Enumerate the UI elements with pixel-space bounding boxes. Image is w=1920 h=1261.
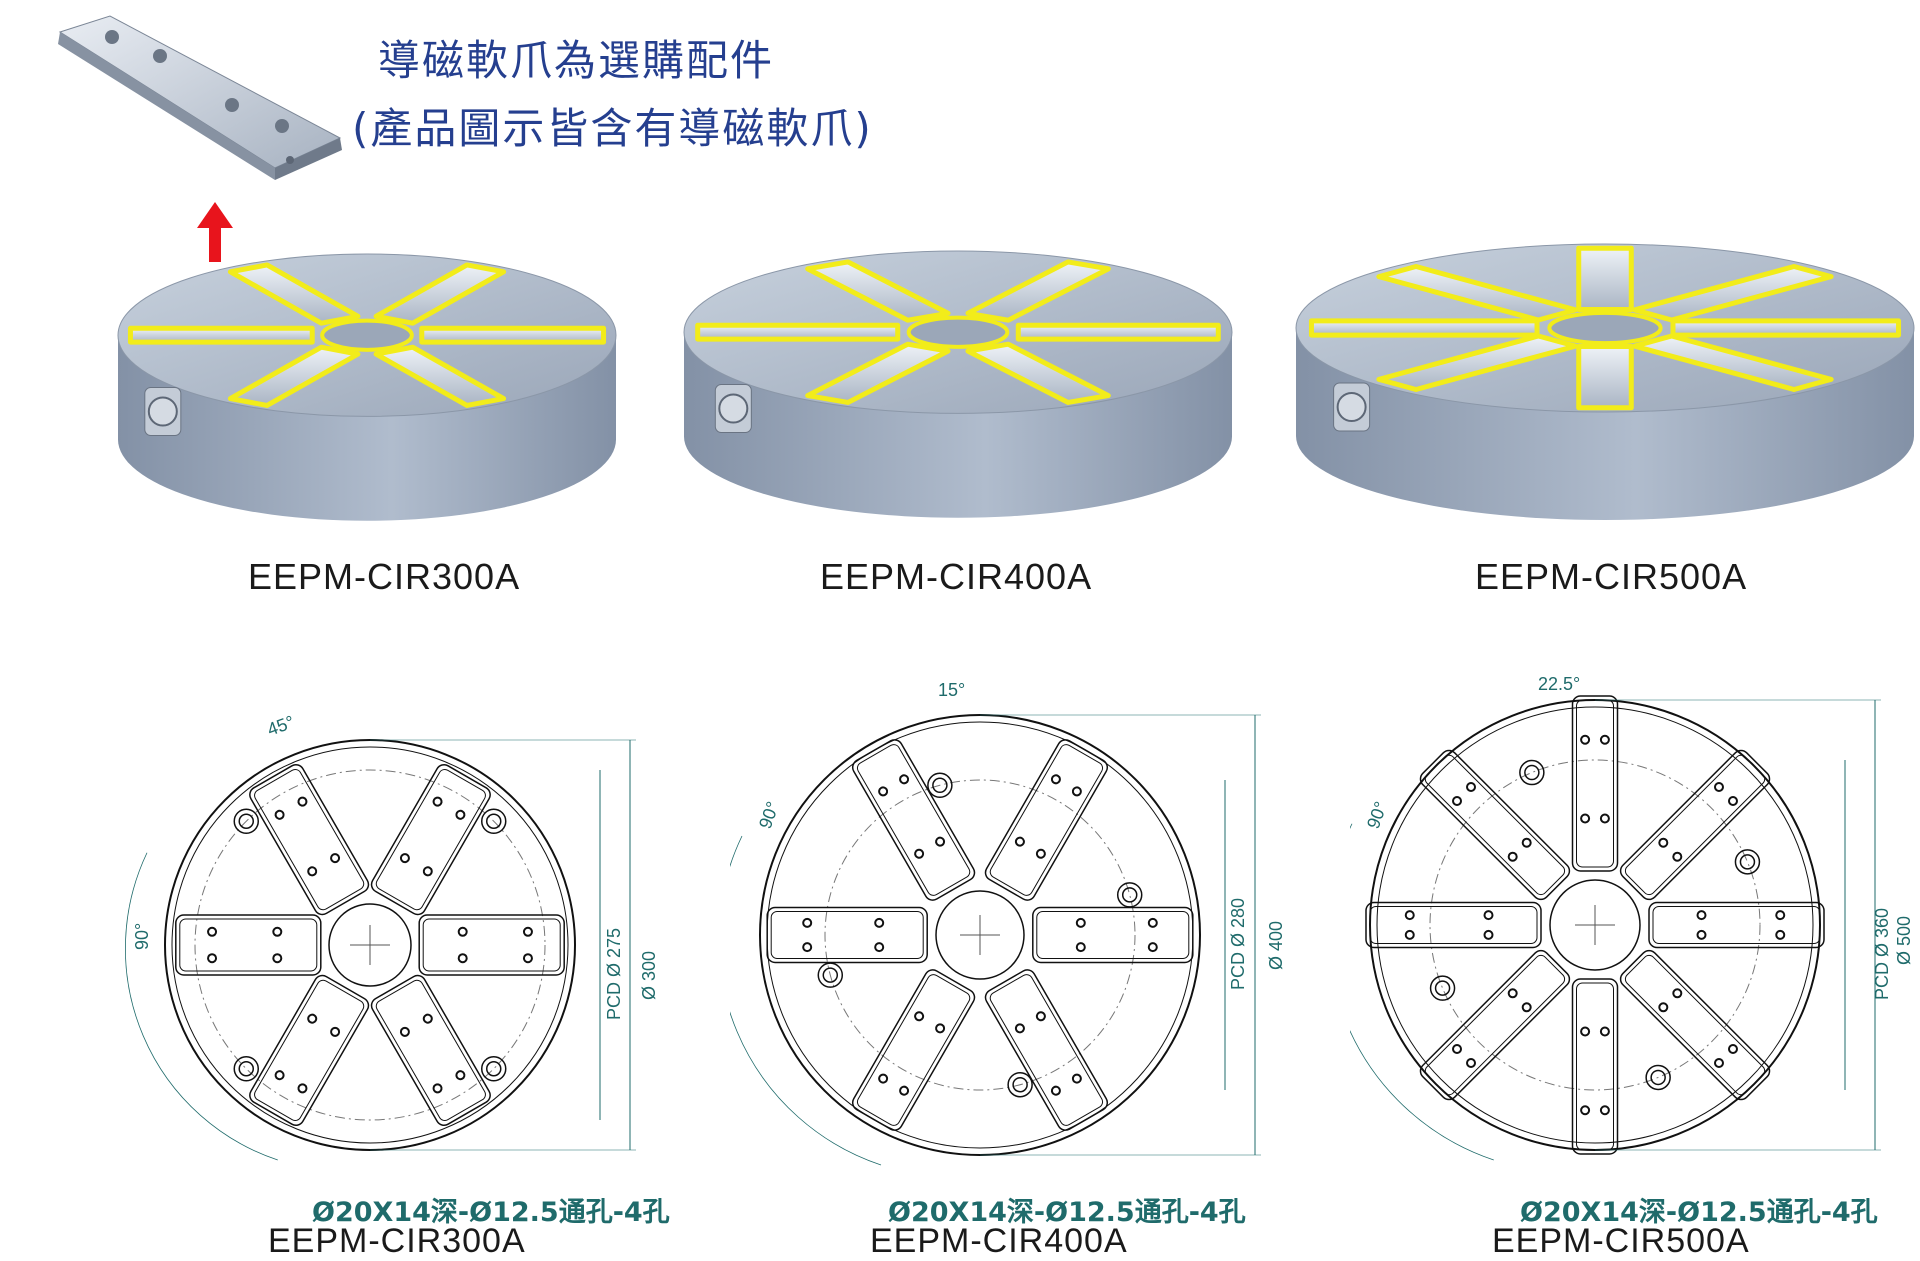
drawing-cir400a: 15° 90° PCD Ø 280 Ø 400 xyxy=(730,680,1286,1166)
model-label-cir400a: EEPM-CIR400A xyxy=(820,556,1093,597)
angle-label: 45° xyxy=(265,712,297,740)
hole-note-cir500a: Ø20X14深-Ø12.5通孔-4孔 xyxy=(1520,1197,1878,1228)
pcd-label: PCD Ø 275 xyxy=(604,928,624,1020)
right-angle-label: 90° xyxy=(755,799,783,831)
accessory-note-line1: 導磁軟爪為選購配件 xyxy=(378,36,775,85)
pcd-label: PCD Ø 280 xyxy=(1228,898,1248,990)
hole-note-cir300a: Ø20X14深-Ø12.5通孔-4孔 xyxy=(312,1197,670,1228)
angle-label: 22.5° xyxy=(1538,674,1580,694)
model-label-cir300a: EEPM-CIR300A xyxy=(248,556,521,597)
drawing-cir500a: 22.5° 90° PCD Ø 360 Ø 500 xyxy=(1350,674,1914,1161)
hole-note-cir400a: Ø20X14深-Ø12.5通孔-4孔 xyxy=(888,1197,1246,1228)
diameter-label: Ø 300 xyxy=(639,951,659,1000)
diameter-label: Ø 400 xyxy=(1266,921,1286,970)
drawing-model-label-cir400a: EEPM-CIR400A xyxy=(870,1222,1128,1260)
drawing-cir300a: 45° 90° PCD Ø 275 Ø 300 xyxy=(125,712,659,1161)
product-render-cir500a xyxy=(1295,243,1915,520)
diameter-label: Ø 500 xyxy=(1894,916,1914,965)
red-up-arrow-icon xyxy=(197,202,233,262)
pcd-label: PCD Ø 360 xyxy=(1872,908,1892,1000)
right-angle-label: 90° xyxy=(1363,799,1391,831)
drawing-model-label-cir500a: EEPM-CIR500A xyxy=(1492,1222,1750,1260)
model-label-cir500a: EEPM-CIR500A xyxy=(1475,556,1748,597)
accessory-note-line2: (產品圖示皆含有導磁軟爪) xyxy=(352,104,873,153)
soft-jaw-image xyxy=(58,15,342,180)
angle-label: 15° xyxy=(938,680,965,700)
product-render-cir300a xyxy=(117,253,617,521)
right-angle-label: 90° xyxy=(132,923,152,950)
drawing-model-label-cir300a: EEPM-CIR300A xyxy=(268,1222,526,1260)
product-render-cir400a xyxy=(683,250,1233,518)
